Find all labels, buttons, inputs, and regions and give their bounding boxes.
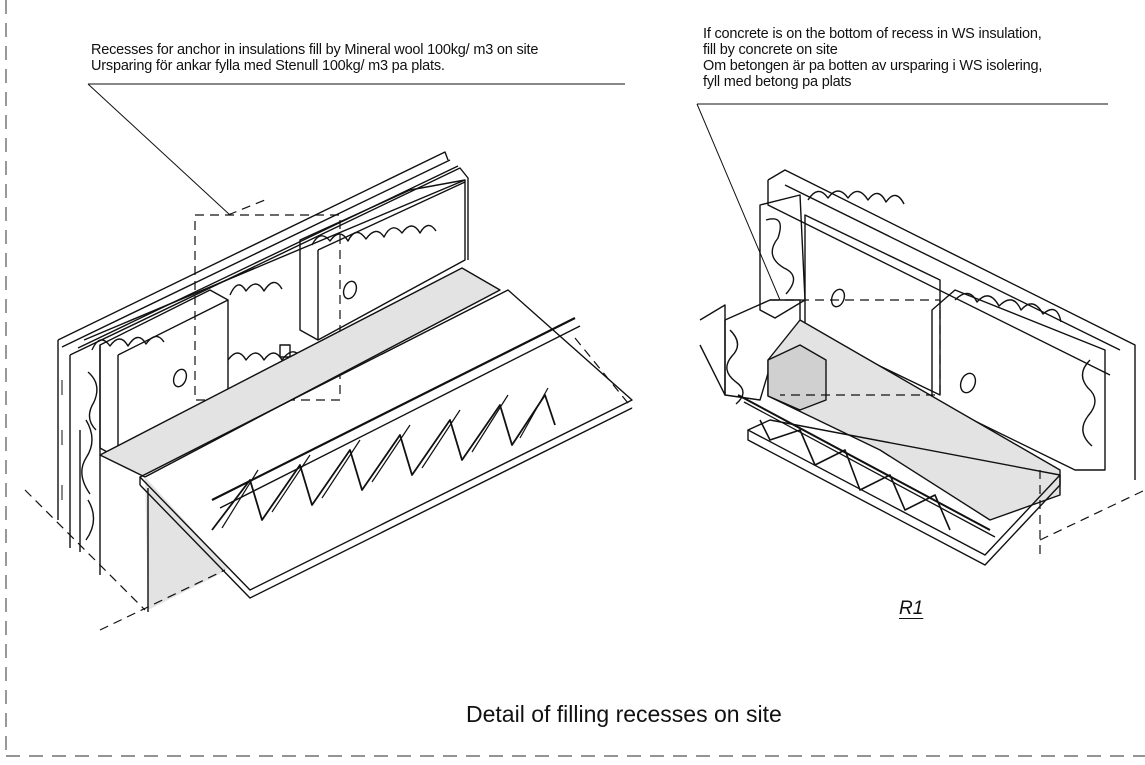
note-right-line3: Om betongen är pa botten av ursparing i … xyxy=(703,58,1043,74)
note-left-line1: Recesses for anchor in insulations fill … xyxy=(91,42,539,58)
left-isometric-detail xyxy=(24,83,633,631)
sheet-frame xyxy=(5,0,1145,757)
note-right-line2: fill by concrete on site xyxy=(703,42,838,58)
mineral-wool-note: Recesses for anchor in insulations fill … xyxy=(91,42,538,74)
note-left-line2: Ursparing för ankar fylla med Stenull 10… xyxy=(91,58,445,74)
drawing-caption: Detail of filling recesses on site xyxy=(466,701,782,727)
concrete-fill-note: If concrete is on the bottom of recess i… xyxy=(703,26,1042,90)
note-right-line4: fyll med betong pa plats xyxy=(703,74,852,90)
note-right-line1: If concrete is on the bottom of recess i… xyxy=(703,26,1042,42)
detail-tag: R1 xyxy=(899,598,924,619)
right-isometric-detail xyxy=(696,103,1145,566)
